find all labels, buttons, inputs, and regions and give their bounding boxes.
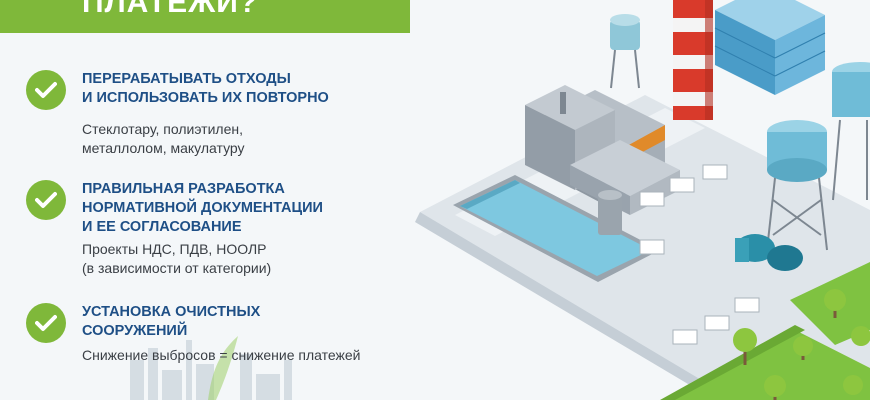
checkmark-icon bbox=[26, 180, 66, 220]
item-title: Установка очистных сооружений bbox=[82, 304, 261, 339]
item-subtitle: Стеклотару, полиэтилен, металлолом, маку… bbox=[82, 121, 245, 156]
header-title: ПЛАТЕЖИ? bbox=[82, 0, 259, 19]
item-subtitle: Проекты НДС, ПДВ, НООЛР (в зависимости о… bbox=[82, 241, 272, 276]
item-title: Правильная разработка нормативной докуме… bbox=[82, 181, 323, 235]
item-title: Перерабатывать отходы и использовать их … bbox=[82, 71, 329, 106]
item-subtitle: Снижение выбросов = снижение платежей bbox=[82, 347, 361, 363]
checkmark-icon bbox=[26, 70, 66, 110]
checkmark-icon bbox=[26, 303, 66, 343]
city-silhouette-illustration bbox=[130, 336, 292, 400]
header-banner: ПЛАТЕЖИ? bbox=[0, 0, 410, 33]
benefit-list: Перерабатывать отходы и использовать их … bbox=[0, 0, 430, 400]
factory-illustration bbox=[415, 0, 870, 400]
